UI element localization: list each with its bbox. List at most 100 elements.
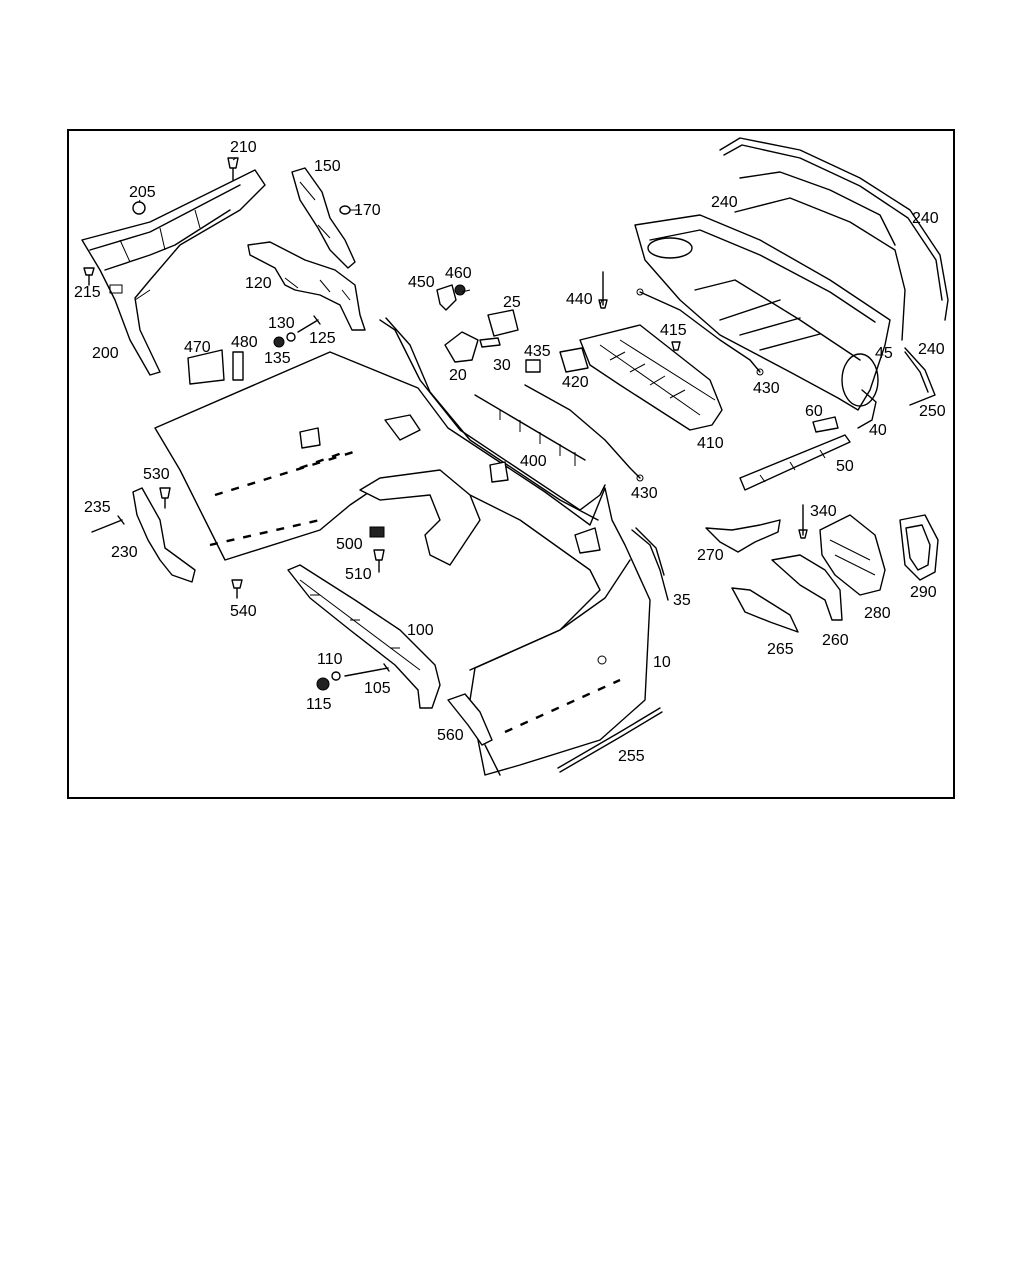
part-510-screw[interactable] — [373, 549, 385, 573]
part-205-clip[interactable] — [132, 201, 146, 215]
callout-510: 510 — [345, 566, 372, 583]
callout-430-lower: 430 — [631, 485, 658, 502]
part-440-rivet[interactable] — [598, 271, 608, 309]
callout-270: 270 — [697, 547, 724, 564]
callout-240-right: 240 — [912, 210, 939, 227]
callout-205: 205 — [129, 184, 156, 201]
part-470-cover[interactable] — [187, 349, 225, 385]
callout-410: 410 — [697, 435, 724, 452]
part-265-panel[interactable] — [731, 587, 799, 633]
part-400-wire[interactable] — [474, 394, 586, 466]
part-50-strip[interactable] — [739, 434, 851, 491]
part-410-absorber[interactable] — [579, 324, 723, 431]
callout-50: 50 — [836, 458, 854, 475]
part-20-holder[interactable] — [444, 331, 479, 363]
part-415-clip[interactable] — [671, 341, 681, 351]
callout-290: 290 — [910, 584, 937, 601]
part-210-screw[interactable] — [227, 157, 239, 181]
part-110-washer[interactable] — [331, 671, 341, 681]
callout-420: 420 — [562, 374, 589, 391]
part-235-rivet[interactable] — [91, 515, 125, 533]
callout-45: 45 — [875, 345, 893, 362]
callout-265: 265 — [767, 641, 794, 658]
part-500-clip[interactable] — [369, 526, 385, 538]
part-240-trim-lower[interactable] — [739, 171, 896, 246]
part-260-bracket[interactable] — [771, 554, 843, 621]
callout-480: 480 — [231, 334, 258, 351]
part-215-screw[interactable] — [83, 267, 95, 286]
callout-labels: 210 150 205 170 215 120 130 125 135 470 … — [74, 139, 946, 765]
part-bumper-upper-edge[interactable] — [299, 317, 606, 566]
callout-250: 250 — [919, 403, 946, 420]
callout-115: 115 — [306, 696, 332, 713]
part-30-clip[interactable] — [479, 337, 501, 348]
part-35-trim[interactable] — [631, 527, 669, 601]
part-170-clip[interactable] — [339, 205, 351, 215]
callout-110: 110 — [317, 651, 343, 668]
callout-280: 280 — [864, 605, 891, 622]
part-135-nut[interactable] — [273, 336, 285, 348]
callout-240-left: 240 — [711, 194, 738, 211]
callout-150: 150 — [314, 158, 341, 175]
callout-125: 125 — [309, 330, 336, 347]
callout-210: 210 — [230, 139, 257, 156]
callout-20: 20 — [449, 367, 467, 384]
part-430-harness-upper[interactable] — [636, 288, 764, 376]
callout-470: 470 — [184, 339, 211, 356]
part-430-harness-lower[interactable] — [524, 384, 644, 482]
part-115-nut[interactable] — [316, 677, 330, 691]
part-150-mount[interactable] — [291, 167, 356, 269]
callout-60: 60 — [805, 403, 823, 420]
part-530-screw[interactable] — [159, 487, 171, 509]
part-270-bracket[interactable] — [705, 519, 781, 553]
part-120-bracket[interactable] — [247, 241, 366, 331]
callout-135: 135 — [264, 350, 291, 367]
part-480-strip[interactable] — [232, 351, 244, 381]
callout-530: 530 — [143, 466, 170, 483]
part-25-bracket[interactable] — [487, 309, 519, 337]
part-420-module[interactable] — [559, 347, 589, 373]
part-560-trim[interactable] — [447, 693, 493, 746]
part-40-trim[interactable] — [857, 389, 877, 429]
part-280-tailpipe-housing[interactable] — [819, 514, 886, 596]
part-60-clip[interactable] — [812, 416, 839, 433]
callout-25: 25 — [503, 294, 521, 311]
callout-450: 450 — [408, 274, 435, 291]
callout-105: 105 — [364, 680, 391, 697]
callout-100: 100 — [407, 622, 434, 639]
callout-230: 230 — [111, 544, 138, 561]
callout-340: 340 — [810, 503, 837, 520]
callout-260: 260 — [822, 632, 849, 649]
callout-240-lower: 240 — [918, 341, 945, 358]
callout-120: 120 — [245, 275, 272, 292]
part-200-bracket-left[interactable] — [81, 169, 266, 376]
part-255-strip[interactable] — [557, 707, 663, 773]
part-130-washer[interactable] — [286, 332, 296, 342]
part-250-trim[interactable] — [904, 347, 936, 406]
part-240-trim-top[interactable] — [719, 137, 949, 321]
part-125-bolt[interactable] — [297, 315, 321, 333]
part-100-reinforcement[interactable] — [287, 564, 441, 709]
part-240-trim-middle[interactable] — [734, 197, 906, 341]
callout-435: 435 — [524, 343, 551, 360]
callout-500: 500 — [336, 536, 363, 553]
callout-40: 40 — [869, 422, 887, 439]
part-290-exhaust-tip[interactable] — [899, 514, 939, 581]
callout-415: 415 — [660, 322, 687, 339]
part-540-screw[interactable] — [231, 579, 243, 599]
callout-170: 170 — [354, 202, 381, 219]
callout-460: 460 — [445, 265, 472, 282]
part-230-bracket[interactable] — [132, 487, 196, 583]
part-460-ring[interactable] — [454, 284, 466, 296]
part-450-sensor[interactable] — [436, 284, 457, 311]
part-45-diffuser[interactable] — [634, 214, 891, 411]
callout-235: 235 — [84, 499, 111, 516]
leader-lines — [138, 157, 603, 306]
part-435-connector[interactable] — [525, 359, 541, 373]
callout-430-upper: 430 — [753, 380, 780, 397]
callout-200: 200 — [92, 345, 119, 362]
part-340-rivet[interactable] — [798, 504, 808, 539]
callout-35: 35 — [673, 592, 691, 609]
part-105-bolt[interactable] — [344, 663, 390, 677]
